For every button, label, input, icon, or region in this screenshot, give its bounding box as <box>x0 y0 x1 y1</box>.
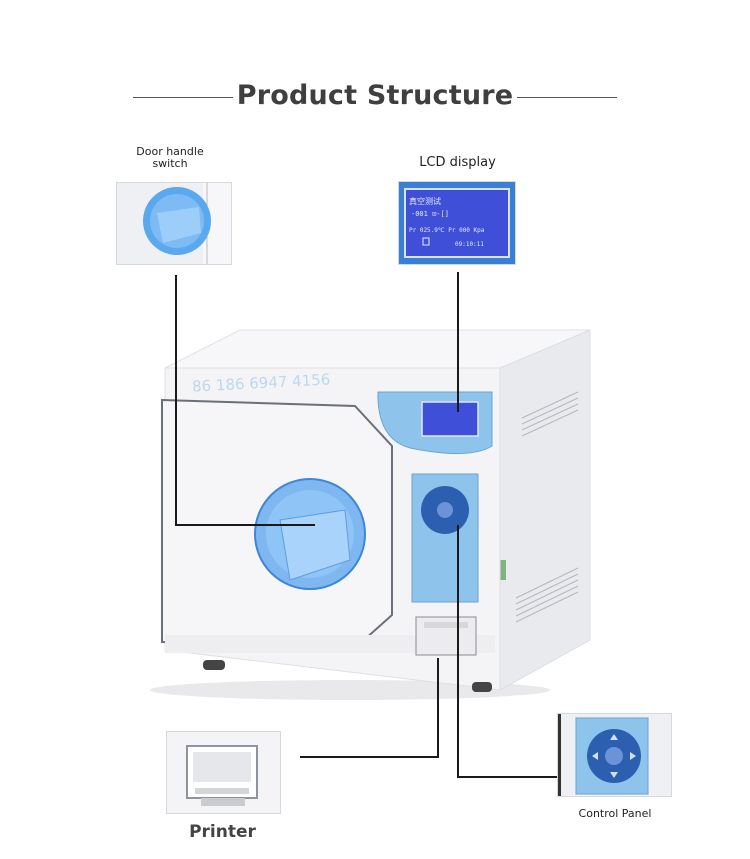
lcd-line1: 真空测试 <box>409 196 441 206</box>
door-handle-leader-h <box>175 524 315 526</box>
lcd-line4: 09:10:11 <box>455 241 484 248</box>
door-handle-label: Door handle switch <box>136 145 204 170</box>
printer-label: Printer <box>189 822 256 842</box>
lcd-display-thumbnail: 真空测试 -001 ⊡-[] Pr 025.9℃ Pr 000 Kpa 09:1… <box>398 181 516 265</box>
control-panel-label: Control Panel <box>578 807 652 820</box>
control-panel-leader-h <box>457 776 558 778</box>
title-rule-left <box>133 97 233 98</box>
lcd-leader <box>457 272 459 412</box>
door-handle-thumbnail <box>116 182 232 265</box>
page-title: Product Structure <box>236 80 514 111</box>
control-panel-thumbnail <box>557 713 672 797</box>
printer-leader-h <box>300 756 439 758</box>
lcd-line2: -001 ⊡-[] <box>411 210 449 218</box>
printer-thumbnail <box>166 731 281 814</box>
lcd-line3: Pr 025.9℃ Pr 000 Kpa <box>409 227 485 234</box>
printer-leader-v <box>437 658 439 758</box>
control-panel-leader-v <box>457 525 459 778</box>
door-handle-leader-v <box>175 275 177 526</box>
title-rule-right <box>517 97 617 98</box>
lcd-display-label: LCD display <box>419 155 496 170</box>
